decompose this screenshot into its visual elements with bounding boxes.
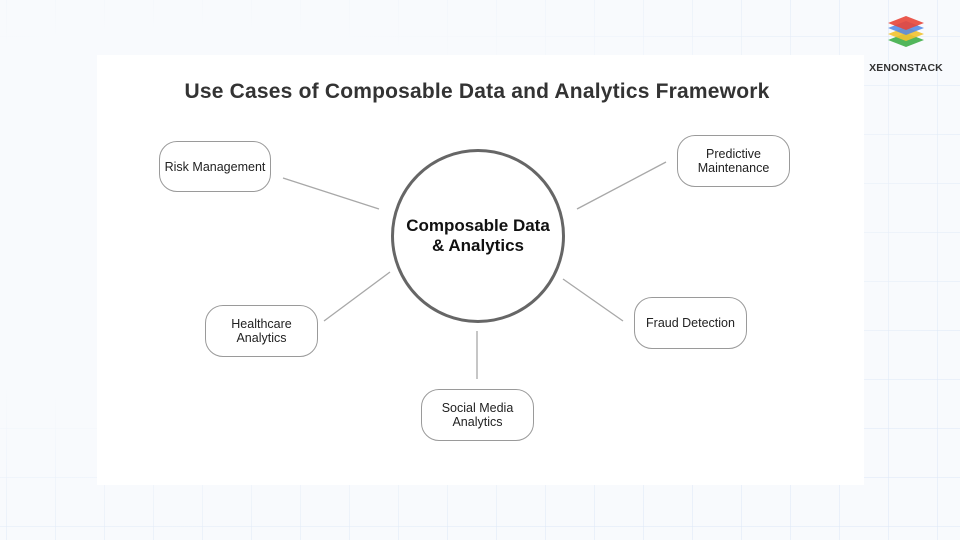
hub-label-line2: & Analytics xyxy=(432,236,524,255)
connector-predictive-maintenance xyxy=(576,161,667,210)
diagram-title: Use Cases of Composable Data and Analyti… xyxy=(184,80,770,103)
node-label: Predictive Maintenance xyxy=(697,147,770,175)
logo-text: XENONSTACK xyxy=(869,62,943,74)
hub-label-line1: Composable Data xyxy=(406,216,550,235)
stacked-layers-icon xyxy=(888,16,924,47)
xenonstack-logo[interactable]: XENONSTACK xyxy=(866,16,946,74)
connector-fraud-detection xyxy=(562,278,624,322)
hub-circle: Composable Data & Analytics xyxy=(391,149,565,323)
node-label: Social Media Analytics xyxy=(441,401,514,429)
hub-label: Composable Data & Analytics xyxy=(398,216,558,256)
node-predictive-maintenance: Predictive Maintenance xyxy=(677,135,790,187)
node-label: Healthcare Analytics xyxy=(231,317,292,345)
node-risk-management: Risk Management xyxy=(159,141,271,192)
connector-risk-management xyxy=(282,177,380,210)
node-fraud-detection: Fraud Detection xyxy=(634,297,747,349)
node-label: Risk Management xyxy=(164,159,266,174)
node-label: Fraud Detection xyxy=(646,316,735,330)
connector-healthcare-analytics xyxy=(323,271,391,322)
node-healthcare-analytics: Healthcare Analytics xyxy=(205,305,318,357)
node-social-media-analytics: Social Media Analytics xyxy=(421,389,534,441)
